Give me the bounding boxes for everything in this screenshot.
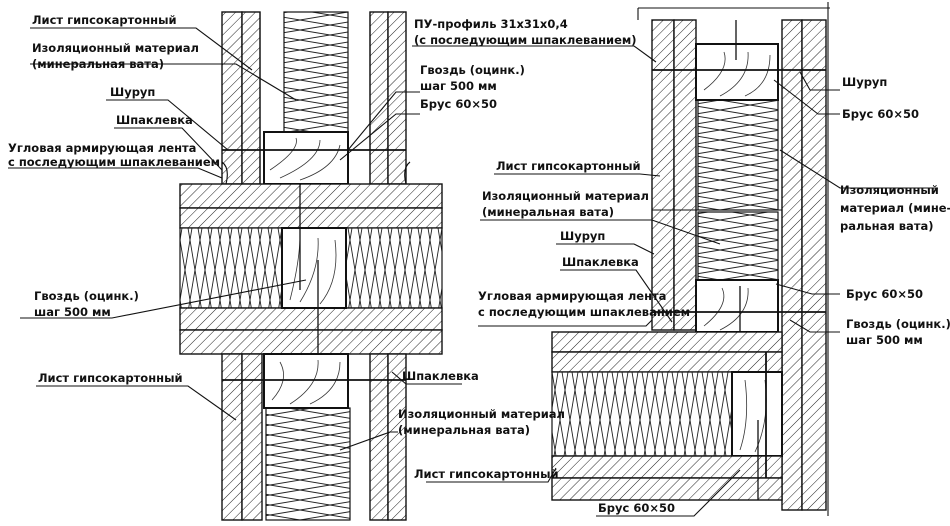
- gkl-sheet-top-right: [369, 11, 389, 185]
- label-insulation-center-sub: (минеральная вата): [398, 423, 530, 437]
- label-tape-left: Угловая армирующая лента: [8, 141, 196, 155]
- beam-top: [263, 131, 349, 185]
- label-nail-mid: Гвоздь (оцинк.): [420, 63, 525, 77]
- label-insulation-far-3: ральная вата): [840, 219, 934, 233]
- insulation-right-top: [697, 99, 779, 211]
- label-nail-right-step: шаг 500 мм: [846, 333, 923, 347]
- label-insulation-top: Изоляционный материал: [32, 41, 199, 55]
- label-nail-left-step: шаг 500 мм: [34, 305, 111, 319]
- gkl-right-horizontal-bottom-2: [551, 477, 783, 501]
- label-insulation-center: Изоляционный материал: [398, 407, 565, 421]
- gkl-right-top-left-2: [673, 19, 697, 331]
- putty-fillet: [221, 161, 411, 185]
- label-insulation-right-sub: (минеральная вата): [482, 205, 614, 219]
- gkl-horizontal-bottom-2: [179, 329, 443, 355]
- labels: Лист гипсокартонный Изоляционный материа…: [8, 13, 950, 515]
- gkl-right-horizontal-top-2: [551, 351, 783, 373]
- label-insulation-far-2: материал (мине-: [840, 201, 950, 215]
- insulation-right-mid: [697, 211, 779, 281]
- beam-right-top: [695, 43, 779, 101]
- label-beam-mid: Брус 60×50: [420, 97, 497, 111]
- beam-right-mid: [695, 279, 779, 333]
- label-tape-left-sub: с последующим шпаклеванием: [8, 155, 220, 169]
- label-nail-right: Гвоздь (оцинк.): [846, 317, 950, 331]
- gkl-horizontal-top: [179, 183, 443, 209]
- label-beam-bottom: Брус 60×50: [598, 501, 675, 515]
- label-putty-right: Шпаклевка: [562, 255, 639, 269]
- gkl-sheet-bottom-right-2: [387, 353, 407, 521]
- label-gkl-right: Лист гипсокартонный: [496, 159, 641, 173]
- insulation-right-horizontal: [551, 371, 733, 457]
- insulation-top: [283, 11, 349, 133]
- label-gkl-bottom-left: Лист гипсокартонный: [38, 371, 183, 385]
- label-screw-right-2: Шуруп: [560, 229, 605, 243]
- right-junction: [551, 2, 830, 516]
- label-putty-center: Шпаклевка: [402, 369, 479, 383]
- label-tape-right-sub: с последующим шпаклеванием: [478, 305, 690, 319]
- beam-right-corner: [731, 371, 783, 457]
- label-nail-left: Гвоздь (оцинк.): [34, 289, 139, 303]
- label-beam-right-mid: Брус 60×50: [846, 287, 923, 301]
- beam-center: [281, 227, 347, 309]
- label-gkl-center-bottom: Лист гипсокартонный: [414, 467, 559, 481]
- gkl-sheet-bottom-left-2: [241, 353, 263, 521]
- label-putty-left: Шпаклевка: [116, 113, 193, 127]
- label-insulation-top-sub: (минеральная вата): [32, 57, 164, 71]
- gkl-horizontal-top-2: [179, 207, 443, 229]
- label-screw-left: Шуруп: [110, 85, 155, 99]
- insulation-bottom: [265, 407, 351, 521]
- label-gkl-top: Лист гипсокартонный: [32, 13, 177, 27]
- left-junction: [179, 11, 443, 521]
- gkl-sheet-top-left-2: [241, 11, 261, 185]
- label-pu-profile-sub: (с последующим шпаклеванием): [414, 33, 637, 47]
- label-tape-right: Угловая армирующая лента: [478, 289, 666, 303]
- label-nail-mid-step: шаг 500 мм: [420, 79, 497, 93]
- label-insulation-right: Изоляционный материал: [482, 189, 649, 203]
- label-insulation-far: Изоляционный: [840, 183, 939, 197]
- beam-bottom: [263, 353, 349, 409]
- gkl-horizontal-bottom: [179, 307, 443, 331]
- gkl-right-horizontal-bottom: [551, 455, 783, 479]
- label-screw-right: Шуруп: [842, 75, 887, 89]
- wood-grain: [269, 137, 341, 181]
- label-pu-profile: ПУ-профиль 31x31x0,4: [414, 17, 568, 31]
- gkl-right-top-right-2: [801, 19, 827, 511]
- gkl-sheet-top-left: [221, 11, 243, 185]
- leader-lines: [8, 27, 938, 517]
- gkl-sheet-bottom-left: [221, 353, 243, 521]
- label-beam-right-top: Брус 60×50: [842, 107, 919, 121]
- gkl-sheet-bottom-right: [369, 353, 389, 521]
- gkl-right-horizontal-top: [551, 331, 783, 353]
